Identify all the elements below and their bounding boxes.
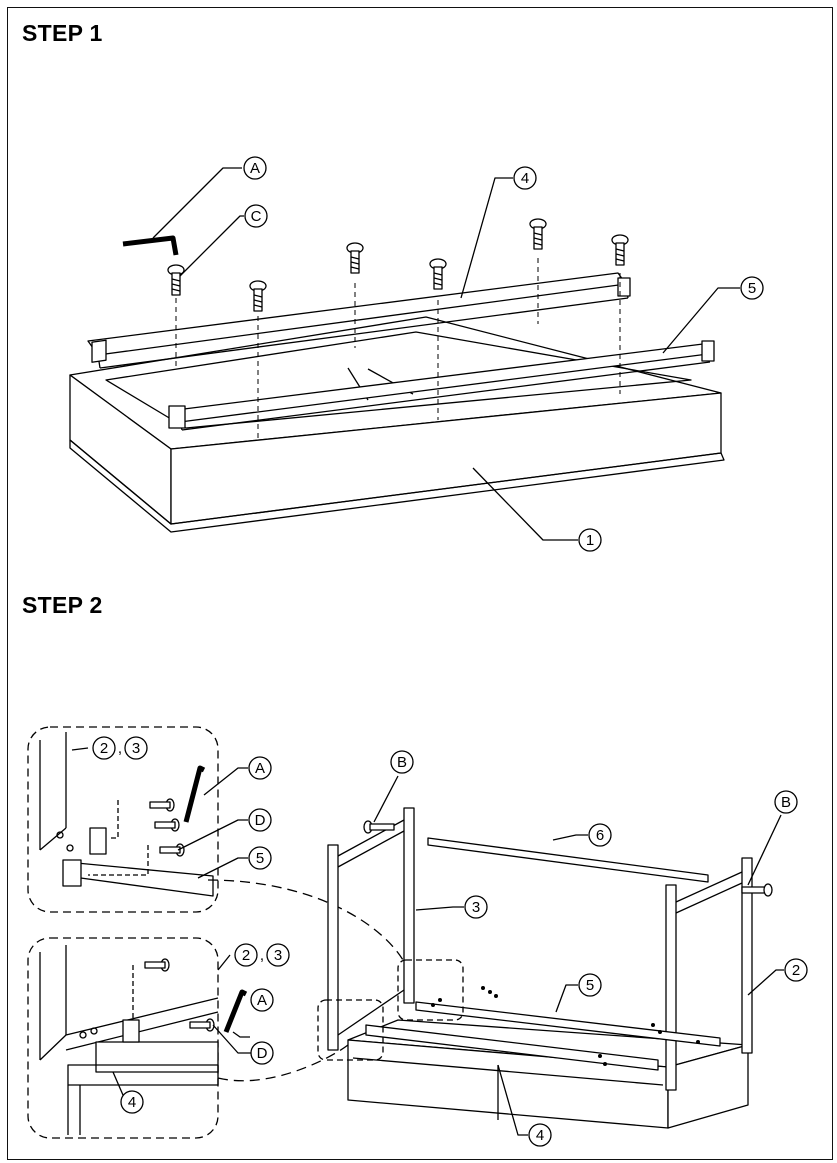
step-1-panel: STEP 1: [7, 7, 833, 581]
callout-detail2-3: 3: [274, 947, 282, 964]
callout-c-circle: [244, 204, 268, 228]
callout-detail-5: 5: [256, 850, 264, 867]
callout-5-circle: [740, 276, 764, 300]
callout-detail2-2: 2: [242, 947, 250, 964]
callout-detail2-d: D: [257, 1045, 268, 1062]
callout-a: A: [250, 160, 260, 177]
callout-c: C: [251, 208, 262, 225]
step-1-drawing: A C 4 5 1: [69, 156, 764, 552]
callout-4-step2: 4: [536, 1127, 544, 1144]
rail-5: [168, 340, 715, 431]
allen-key-a: [122, 235, 179, 256]
callout-detail-comma: ,: [118, 740, 122, 757]
desktop-panel: [69, 316, 725, 533]
step-2-drawing: 2 , 3 A D 5 2 , 3 A D 4 B B 6 3 2 5 4: [27, 726, 808, 1147]
callout-6: 6: [596, 827, 604, 844]
callout-b-right: B: [781, 794, 791, 811]
bolts-c: [167, 218, 629, 312]
step-1-title: STEP 1: [22, 20, 103, 46]
callout-a-circle: [243, 156, 267, 180]
callout-4: 4: [521, 170, 529, 187]
callout-circles-step-2: [92, 736, 808, 1147]
callout-detail2-a: A: [257, 992, 267, 1009]
callout-detail-a: A: [255, 760, 265, 777]
detail-connector-lower: [217, 1044, 349, 1082]
rail-4: [87, 272, 631, 369]
callout-detail-d: D: [255, 812, 266, 829]
callout-b-left: B: [397, 754, 407, 771]
callout-2: 2: [792, 962, 800, 979]
step-2-panel: STEP 2: [7, 580, 833, 1160]
callout-detail2-4: 4: [128, 1094, 136, 1111]
callout-5-step2: 5: [586, 977, 594, 994]
callout-3: 3: [472, 899, 480, 916]
callout-detail-2: 2: [100, 740, 108, 757]
bolt-guides: [175, 258, 621, 438]
callout-detail2-comma: ,: [260, 947, 264, 964]
detail-view-upper: [27, 726, 219, 913]
callout-1: 1: [586, 532, 594, 549]
callout-circles: [243, 156, 764, 552]
leaders-step-2: [71, 747, 784, 1136]
callout-1-circle: [578, 528, 602, 552]
leaders: [152, 167, 740, 541]
callout-detail-3: 3: [132, 740, 140, 757]
main-assembly: [317, 807, 773, 1129]
callout-5: 5: [748, 280, 756, 297]
detail-view-lower: [27, 937, 248, 1139]
callout-4-circle: [513, 166, 537, 190]
step-2-title: STEP 2: [22, 592, 103, 618]
